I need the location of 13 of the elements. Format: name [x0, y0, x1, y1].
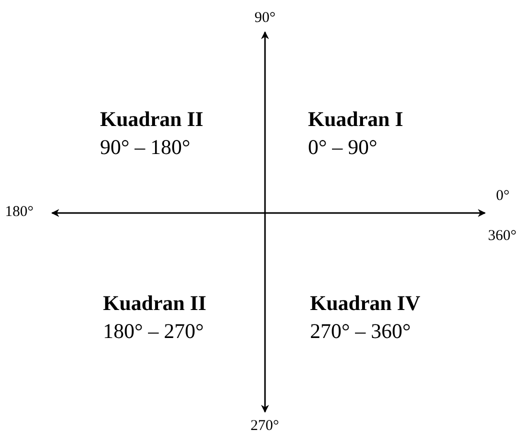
quadrant-title: Kuadran IV	[310, 292, 420, 316]
angle-label: 360°	[488, 228, 516, 244]
angle-range: 0° – 90°	[308, 136, 378, 160]
angle-range: 90° – 180°	[100, 136, 190, 160]
angle-label: 180°	[5, 204, 34, 220]
quadrant-title: Kuadran II	[100, 108, 204, 132]
angle-range: 270° – 360°	[310, 320, 411, 344]
angle-label: 270°	[250, 418, 279, 434]
angle-label: 90°	[254, 10, 276, 26]
angle-range: 180° – 270°	[103, 320, 204, 344]
quadrant-title: Kuadran II	[103, 292, 206, 316]
angle-label: 0°	[496, 188, 510, 204]
quadrant-title: Kuadran I	[308, 108, 404, 132]
